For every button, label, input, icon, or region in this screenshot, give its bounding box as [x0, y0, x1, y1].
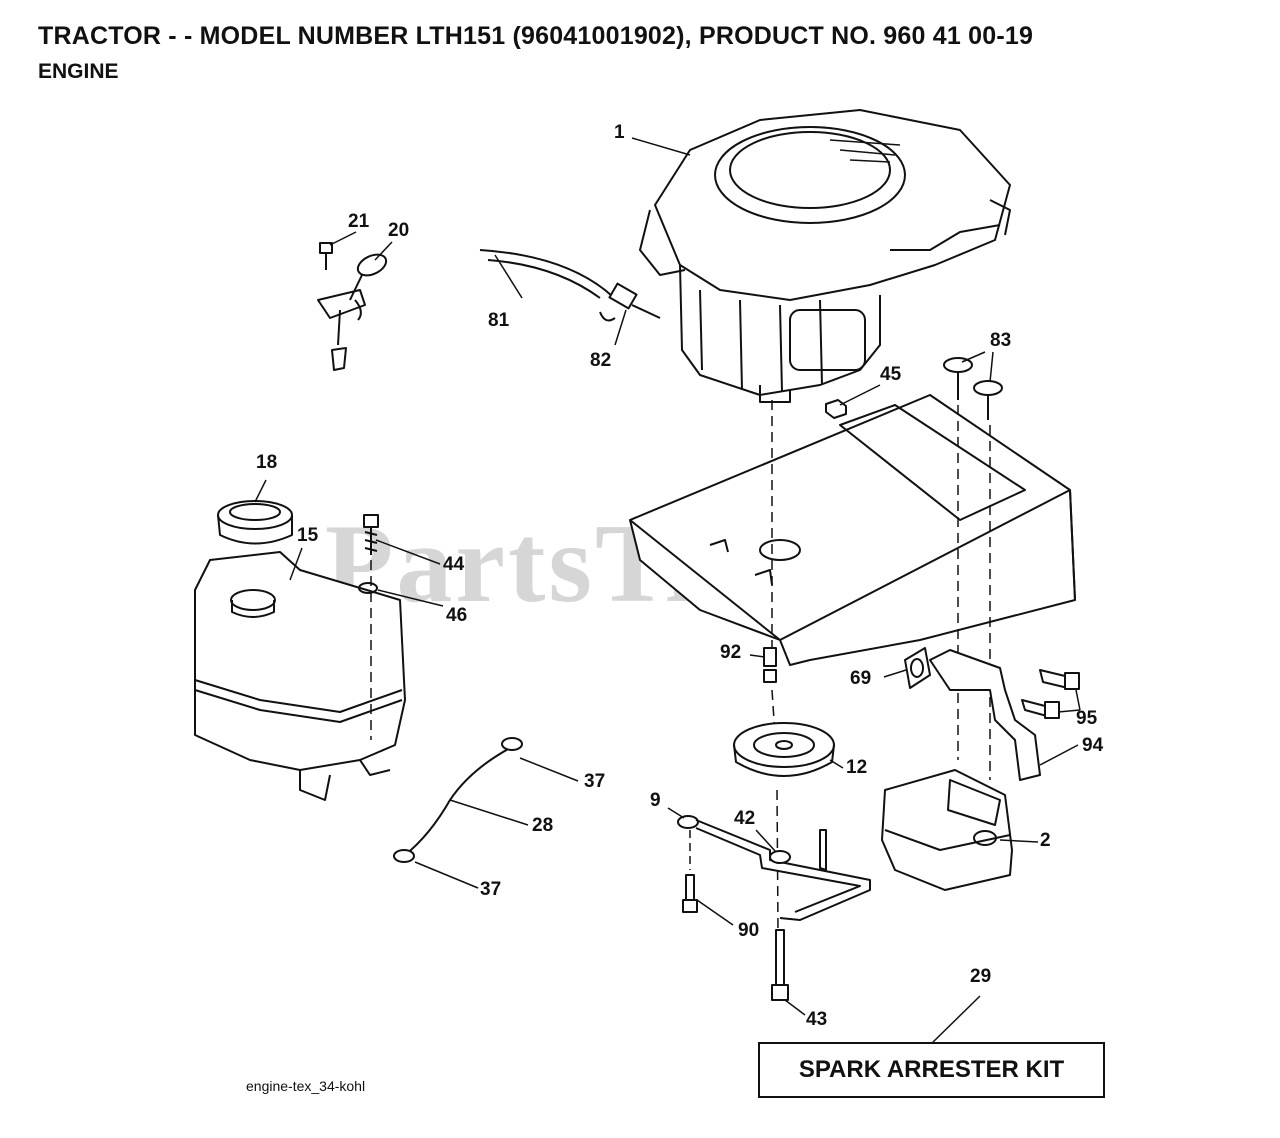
callout-37-lower: 37 — [480, 879, 502, 900]
callout-37-upper: 37 — [584, 771, 606, 792]
muffler-part — [881, 769, 1013, 891]
bracket-part — [677, 815, 871, 921]
gasket-part — [904, 647, 931, 689]
callout-15: 15 — [297, 525, 319, 546]
bolt-92-part — [763, 647, 777, 683]
frame-hole-part — [759, 539, 801, 561]
fuel-hose-part — [404, 747, 511, 856]
fuel-cap-part — [217, 500, 293, 545]
callout-95: 95 — [1076, 708, 1098, 729]
screw-44-part — [363, 514, 379, 555]
callout-82: 82 — [590, 350, 612, 371]
hose-clamp-upper-part — [501, 737, 523, 751]
bolt-95-upper-part — [1039, 669, 1080, 690]
throttle-control-part — [317, 253, 388, 371]
fuel-fitting-part — [599, 282, 661, 322]
callout-43: 43 — [806, 1009, 828, 1030]
callout-1: 1 — [614, 122, 625, 143]
callout-29: 29 — [970, 966, 992, 987]
fuel-tank-part — [194, 551, 406, 801]
page-title: TRACTOR - - MODEL NUMBER LTH151 (9604100… — [38, 22, 1034, 50]
callout-44: 44 — [443, 554, 465, 575]
callout-12: 12 — [846, 757, 868, 778]
diagram-code: engine-tex_34-kohl — [246, 1078, 366, 1094]
hose-clamp-lower-part — [393, 849, 415, 863]
bolt-43-part — [771, 929, 789, 1001]
bolt-83-right-part — [973, 380, 1003, 420]
callout-21: 21 — [348, 211, 370, 232]
fuel-line-part — [479, 249, 613, 299]
section-subtitle: ENGINE — [38, 60, 119, 83]
callout-9: 9 — [650, 790, 661, 811]
engine-part — [639, 109, 1011, 403]
bolt-90-part — [682, 874, 698, 913]
callout-83: 83 — [990, 330, 1012, 351]
bolt-21-part — [319, 242, 333, 270]
callout-90: 90 — [738, 920, 760, 941]
pulley-part — [733, 722, 835, 777]
callout-42: 42 — [734, 808, 756, 829]
callout-45: 45 — [880, 364, 902, 385]
washer-42-part — [769, 850, 791, 864]
callout-69: 69 — [850, 668, 872, 689]
exhaust-pipe-part — [929, 649, 1041, 781]
callout-18: 18 — [256, 452, 278, 473]
tractor-frame-part — [629, 394, 1076, 666]
bolt-83-left-part — [943, 357, 973, 400]
spark-arrester-kit-label: SPARK ARRESTER KIT — [758, 1042, 1105, 1098]
washer-46-part — [358, 582, 378, 594]
callout-20: 20 — [388, 220, 410, 241]
bolt-95-lower-part — [1021, 699, 1060, 719]
callout-92: 92 — [720, 642, 742, 663]
callout-81: 81 — [488, 310, 510, 331]
callout-2: 2 — [1040, 830, 1051, 851]
callout-28: 28 — [532, 815, 554, 836]
callout-46: 46 — [446, 605, 468, 626]
callout-94: 94 — [1082, 735, 1104, 756]
